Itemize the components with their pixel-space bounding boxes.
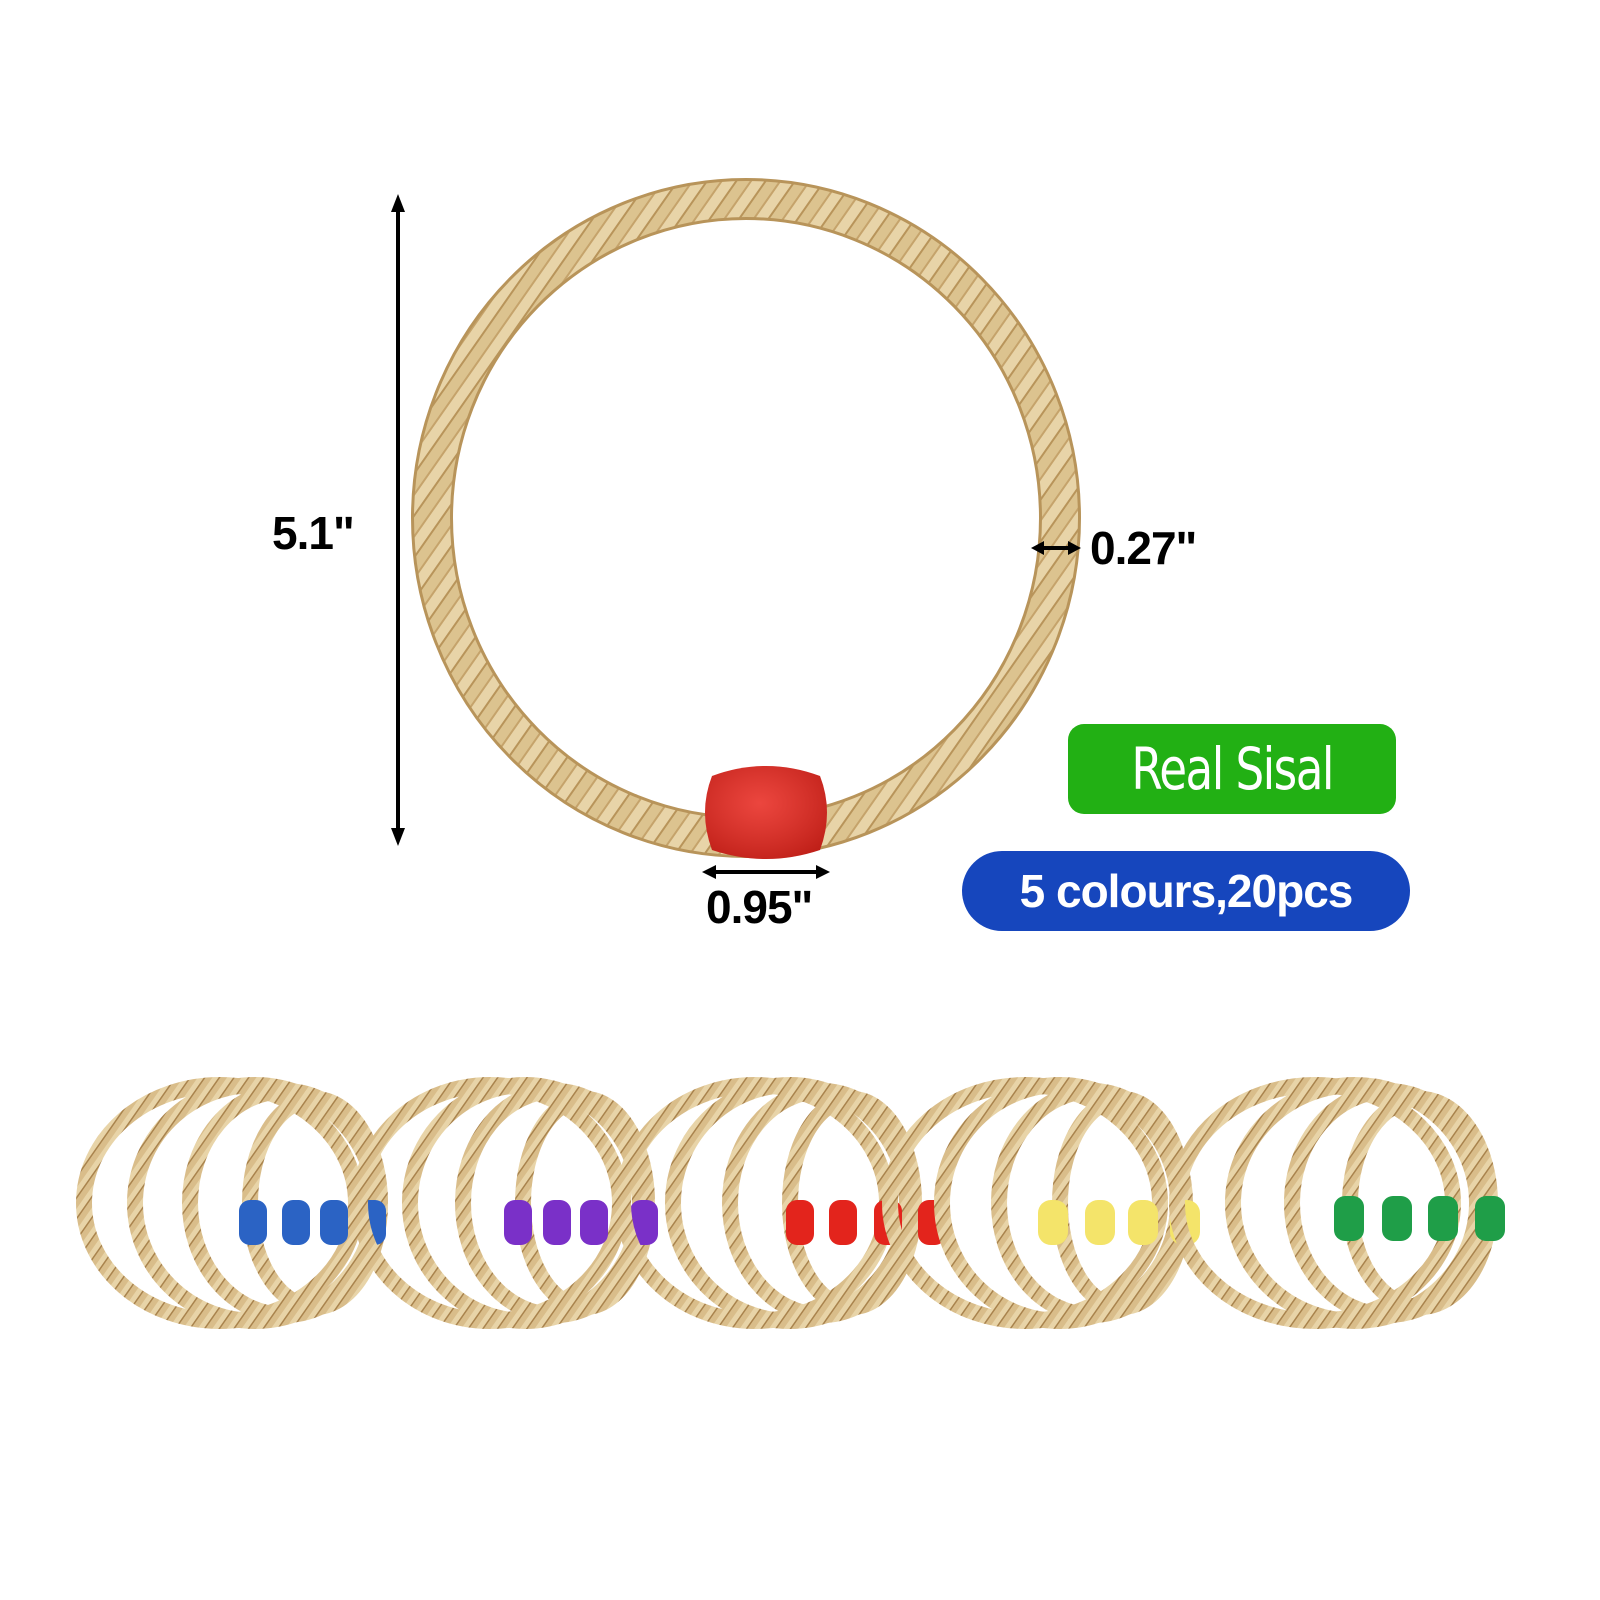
ring-group-green bbox=[1169, 1077, 1505, 1329]
quantity-badge: 5 colours,20pcs bbox=[962, 851, 1410, 931]
quantity-badge-text: 5 colours,20pcs bbox=[1019, 865, 1354, 917]
ring-group-blue bbox=[76, 1077, 388, 1329]
ring-group-purple bbox=[352, 1077, 658, 1329]
real-sisal-badge-text: Real Sisal bbox=[1131, 735, 1334, 803]
bead-width-arrow-icon bbox=[702, 865, 830, 879]
thickness-arrow-icon bbox=[1031, 541, 1081, 555]
real-sisal-badge: Real Sisal bbox=[1068, 724, 1396, 814]
ring-groups-row bbox=[76, 1077, 1505, 1329]
bead-width-label: 0.95" bbox=[706, 881, 813, 933]
ring-group-yellow bbox=[882, 1077, 1200, 1329]
height-arrow-icon bbox=[391, 194, 405, 846]
main-ring-bead bbox=[705, 766, 827, 859]
main-sisal-ring bbox=[411, 178, 1081, 858]
rope-thickness-label: 0.27" bbox=[1090, 522, 1197, 574]
height-dimension-label: 5.1" bbox=[272, 507, 355, 559]
